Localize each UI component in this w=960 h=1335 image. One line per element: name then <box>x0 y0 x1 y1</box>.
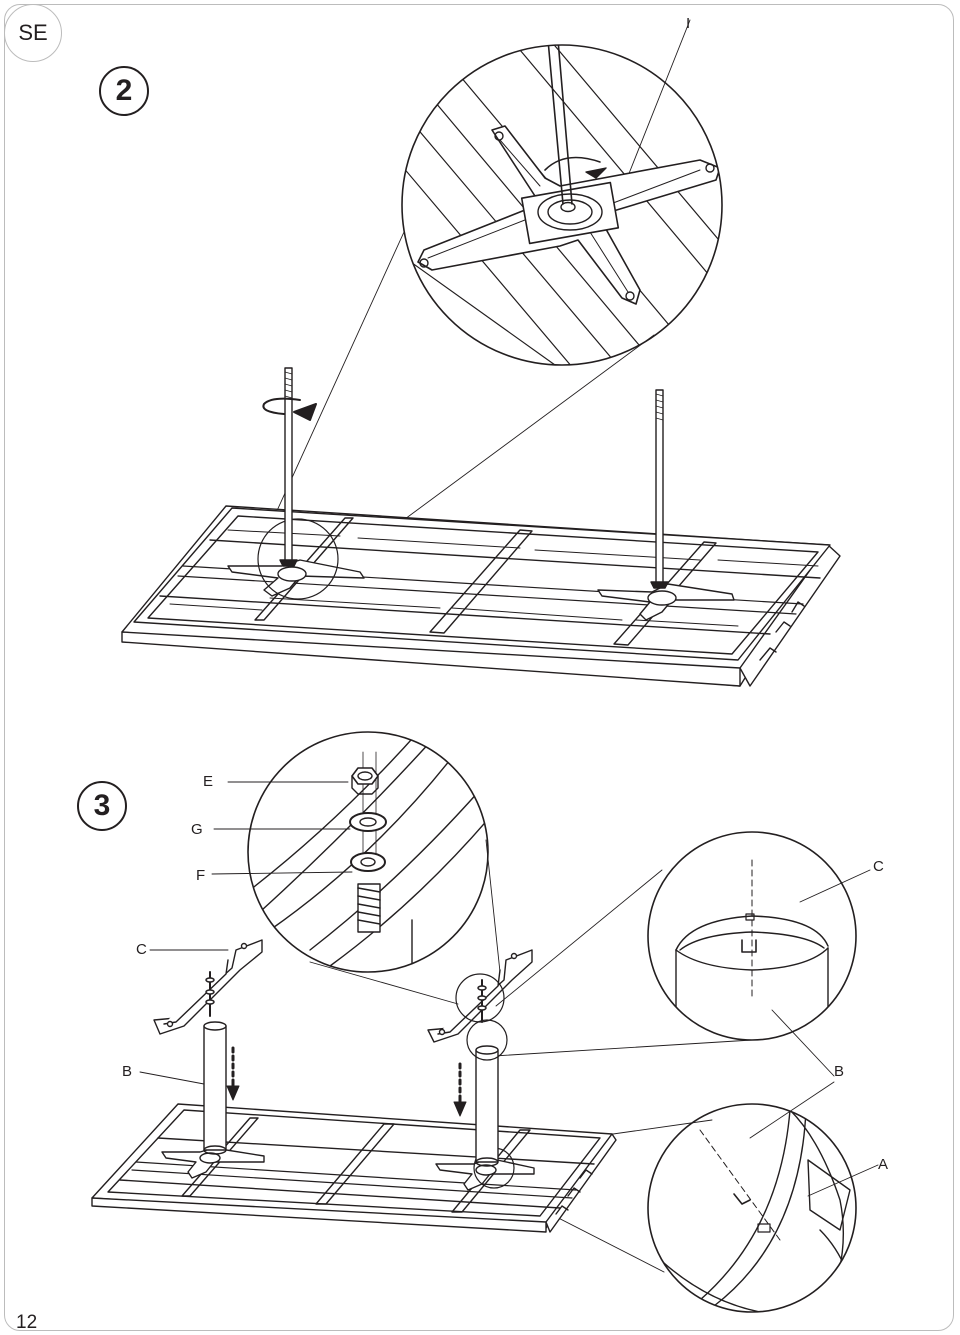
detail-circle-i <box>401 44 723 366</box>
detail-circle-column-top <box>647 831 857 1041</box>
label-flat-washer-f: F <box>196 867 206 884</box>
page-frame <box>4 4 954 1331</box>
detail-circle-hardware <box>247 731 489 973</box>
step-3-number: 3 <box>77 781 127 831</box>
step3-down-arrow-right-icon <box>453 1062 467 1117</box>
label-foot-right-c: C <box>873 858 884 875</box>
step-2-number: 2 <box>99 66 149 116</box>
label-column-right-b: B <box>834 1063 845 1080</box>
step2-rod-right <box>650 389 669 589</box>
step3-foot-left <box>153 939 263 1035</box>
step2-rod-left <box>279 367 298 567</box>
label-foot-left-c: C <box>136 941 147 958</box>
label-detail-i: I <box>686 15 691 32</box>
step3-foot-zoom-circle <box>455 973 505 1023</box>
step3-table-frame <box>91 1103 617 1233</box>
step2-zoom-circle <box>257 518 339 600</box>
step3-down-arrow-left-icon <box>226 1046 240 1101</box>
step3-column-left <box>203 1021 227 1155</box>
step3-leader-lines <box>139 781 879 1273</box>
detail-circle-column-base <box>647 1103 857 1313</box>
step2-rotate-arrow-icon <box>262 397 317 421</box>
label-nut-e: E <box>203 773 214 790</box>
label-column-left-b: B <box>122 1063 133 1080</box>
label-spring-washer-g: G <box>191 821 203 838</box>
step2-cross-base-left <box>227 559 365 597</box>
step3-foot-right <box>427 949 533 1043</box>
step3-column-zoom-circle <box>466 1019 508 1061</box>
step3-column-right <box>475 1045 499 1167</box>
page-number: 12 <box>16 1312 38 1333</box>
language-badge: SE <box>4 4 62 62</box>
label-base-a: A <box>878 1156 889 1173</box>
